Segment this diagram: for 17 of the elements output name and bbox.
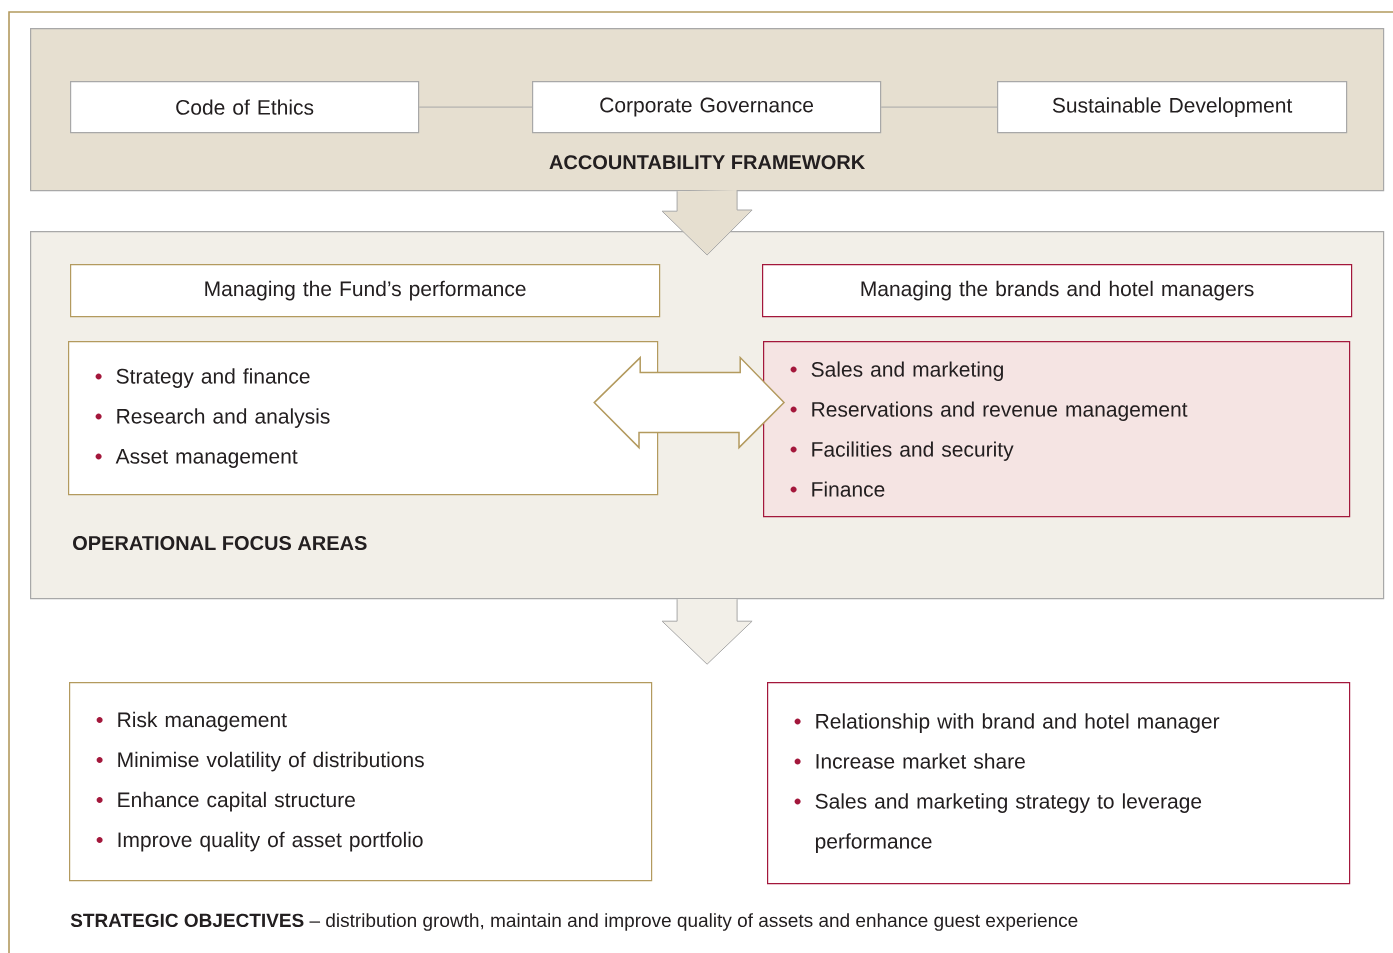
bullet-list-box: Strategy and finance Research and analysis Asset management bbox=[68, 341, 659, 496]
bullet-list-box: Relationship with brand and hotel manager Increase market share Sales and marketing strategy to leverage performance bbox=[767, 682, 1351, 885]
text-box: Managing the Fund’s performance bbox=[70, 264, 661, 318]
text-box: Corporate Governance bbox=[532, 81, 882, 134]
text-box: Managing the brands and hotel managers bbox=[762, 264, 1353, 318]
connector-line bbox=[418, 106, 533, 108]
text-box: Sustainable Development bbox=[997, 81, 1348, 134]
bullet-list-box: Sales and marketing Reservations and revenue management Facilities and security Finance bbox=[763, 341, 1351, 518]
objectives-text: STRATEGIC OBJECTIVES – distribution growth, maintain and improve quality of assets and enhance guest experience bbox=[70, 913, 1078, 931]
double-block-arrow bbox=[593, 355, 786, 450]
section-heading: ACCOUNTABILITY FRAMEWORK bbox=[549, 155, 866, 170]
section-heading: OPERATIONAL FOCUS AREAS bbox=[73, 535, 367, 551]
block-arrow bbox=[661, 598, 753, 665]
bullet-list-box: Risk management Minimise volatility of distributions Enhance capital structure Improve quality of asset portfolio bbox=[69, 682, 653, 882]
text-box: Code of Ethics bbox=[70, 81, 420, 134]
connector-line bbox=[880, 106, 998, 108]
block-arrow bbox=[661, 189, 753, 256]
